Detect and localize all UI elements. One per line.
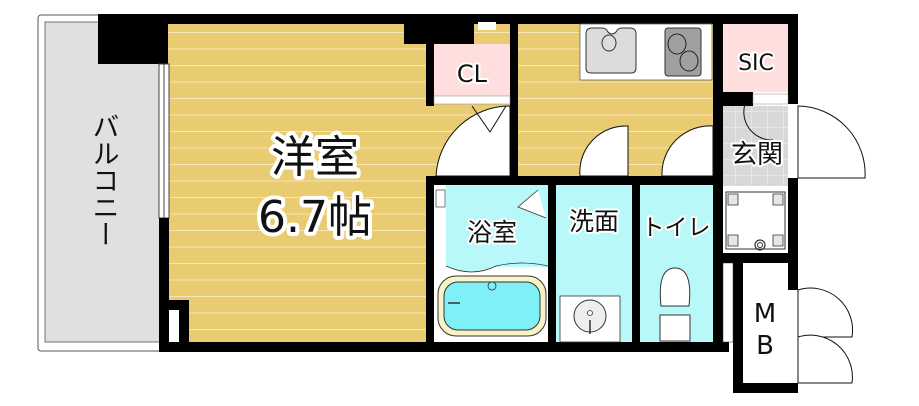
meter-box bbox=[743, 263, 788, 383]
toilet-label: トイレ bbox=[642, 215, 711, 241]
walls bbox=[98, 14, 798, 393]
balcony bbox=[37, 14, 167, 352]
drain-icon bbox=[754, 239, 766, 251]
closet bbox=[433, 44, 511, 105]
meter-box-label-b: B bbox=[756, 331, 774, 361]
shoe-closet-label: SIC bbox=[738, 51, 774, 76]
closet-label: CL bbox=[457, 60, 488, 88]
entrance-label: 玄関 bbox=[731, 140, 783, 170]
entrance-floor bbox=[723, 106, 788, 186]
shoe-in-closet bbox=[723, 24, 789, 105]
western-room-label: 洋室 bbox=[271, 132, 359, 183]
doors bbox=[435, 103, 866, 384]
western-room-size: 6.7帖 bbox=[258, 192, 372, 243]
bathroom bbox=[434, 185, 549, 342]
balcony-label: バルコニー bbox=[88, 113, 119, 248]
washroom-label: 洗面 bbox=[569, 207, 619, 236]
toilet-icon bbox=[659, 267, 691, 307]
meter-box-label-m: M bbox=[754, 299, 776, 329]
western-room-floor bbox=[166, 22, 428, 342]
washing-machine-pan bbox=[725, 191, 786, 251]
washroom bbox=[556, 185, 632, 343]
kitchen-counter bbox=[579, 23, 713, 81]
toilet-room bbox=[640, 185, 713, 342]
bathroom-label: 浴室 bbox=[467, 218, 517, 247]
